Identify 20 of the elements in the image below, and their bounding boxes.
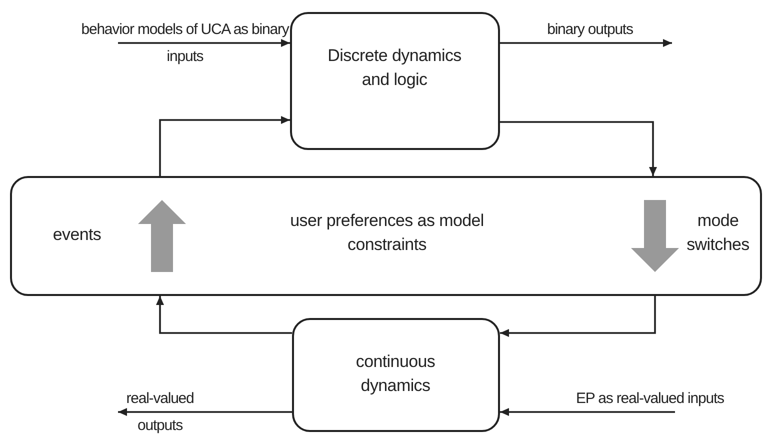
arrow	[159, 116, 290, 176]
process-box	[290, 12, 500, 150]
arrow	[500, 39, 672, 47]
box-label: Discrete dynamics and logic	[327, 45, 462, 91]
arrow	[500, 121, 657, 176]
edge-label: behavior models of UCA as binary inputs	[80, 20, 290, 67]
edge-label: EP as real-valued inputs	[575, 389, 725, 409]
side-label: mode switches	[686, 210, 750, 256]
arrow	[118, 408, 292, 416]
process-box	[10, 176, 762, 296]
edge-label: binary outputs	[546, 20, 634, 40]
arrow	[156, 296, 292, 334]
box-label: continuous dynamics	[354, 351, 436, 397]
edge-label: real-valued outputs	[125, 389, 195, 436]
side-label: events	[52, 224, 102, 246]
process-box	[292, 318, 500, 432]
arrow	[500, 296, 656, 337]
arrow	[118, 39, 290, 47]
arrow	[500, 408, 675, 416]
box-label: user preferences as model constraints	[289, 210, 485, 256]
